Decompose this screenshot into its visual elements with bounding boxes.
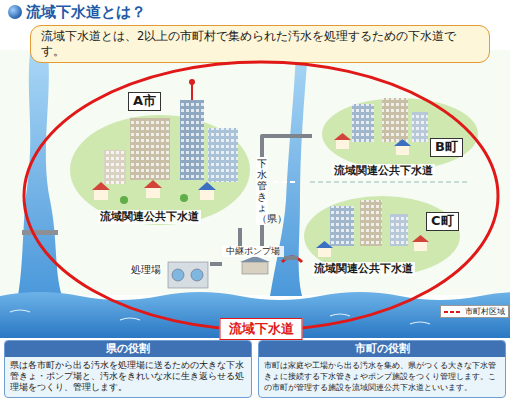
treatment-plant-box: 処理場: [128, 254, 210, 290]
area-caption: 流域関連公共下水道: [312, 262, 415, 276]
a-city-buildings: [92, 79, 238, 204]
region-label: 流域下水道: [220, 318, 303, 340]
red-bridge: [282, 257, 302, 262]
sewer-pipe: [262, 136, 312, 246]
region-ellipse: [24, 62, 498, 330]
town-area: B町流域関連公共下水道: [312, 92, 484, 180]
area-name: A市: [128, 92, 161, 111]
b-town-buildings: [334, 98, 428, 155]
treatment-plant: [168, 262, 208, 288]
city-area: A市流域関連公共下水道: [68, 88, 253, 228]
role-heading: 県の役割: [5, 341, 251, 357]
area-caption: 流域関連公共下水道: [98, 210, 201, 224]
town-area: C町流域関連公共下水道: [298, 190, 468, 280]
role-text: 県は各市町から出る汚水を処理場に送るための大きな下水管きょ・ポンプ場と、汚水をき…: [5, 357, 251, 397]
pump-station: 中継ポンプ場: [222, 246, 284, 276]
sewer-pipe: [284, 256, 298, 260]
c-town-buildings: [316, 200, 429, 257]
role-box: 県の役割県は各市町から出る汚水を処理場に送るための大きな下水管きょ・ポンプ場と、…: [4, 340, 252, 398]
legend-swatch: [444, 309, 462, 315]
legend-text: 市町村区域: [465, 307, 505, 316]
node-label: 処理場: [130, 264, 162, 276]
sewer-pipe: [238, 228, 242, 246]
page-title: 流域下水道とは？: [26, 3, 146, 22]
area-name: C町: [426, 212, 459, 231]
role-box: 市町の役割市町は家庭や工場から出る汚水を集め、県がつくる大きな下水管きょに接続す…: [258, 340, 506, 398]
pipe-label: 下水管きょ（県）: [256, 157, 268, 225]
node-label: 中継ポンプ場: [222, 246, 284, 257]
sewer-pipe: [210, 262, 222, 266]
title-bullet: [8, 5, 22, 19]
intro-box: 流域下水道とは、2以上の市町村で集められた汚水を処理するための下水道です。: [30, 25, 490, 63]
bridge: [22, 230, 58, 235]
area-name: B町: [430, 138, 463, 157]
area-caption: 流域関連公共下水道: [332, 164, 435, 178]
role-text: 市町は家庭や工場から出る汚水を集め、県がつくる大きな下水管きょに接続する下水管き…: [259, 357, 505, 396]
land: [0, 50, 510, 295]
rivers: [18, 52, 308, 296]
pump-station-building: [240, 256, 270, 274]
legend-entry: 市町村区域: [440, 305, 509, 318]
node-label: 流域下水道とは、2以上の市町村で集められた汚水を処理するための下水道です。: [41, 29, 479, 59]
city-grounds: [70, 98, 478, 276]
role-heading: 市町の役割: [259, 341, 505, 357]
boundary-lines: [258, 182, 470, 183]
